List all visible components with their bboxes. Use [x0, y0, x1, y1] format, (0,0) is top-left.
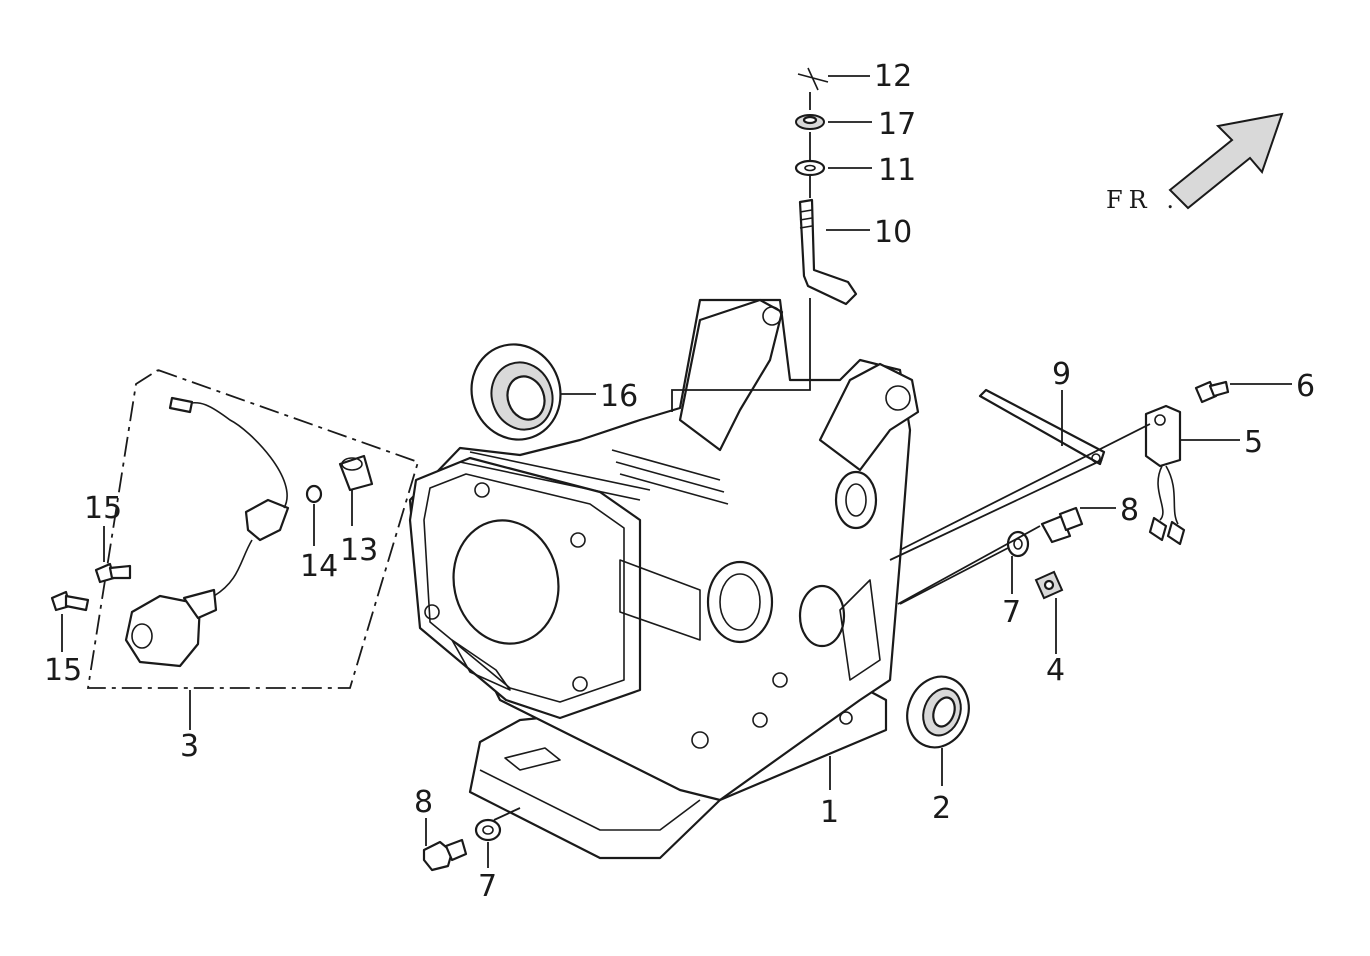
sensor-part-5: [1144, 404, 1186, 546]
callout-8-bottom: 8: [414, 785, 433, 820]
front-direction-label: FR .: [1106, 186, 1180, 214]
bolt-part-6: [1194, 380, 1230, 404]
bolt-part-15-lower: [50, 590, 90, 612]
callout-6: 6: [1296, 369, 1315, 404]
callout-10: 10: [874, 215, 912, 250]
nut-part-4: [1034, 570, 1064, 600]
callout-8-right: 8: [1120, 493, 1139, 528]
callout-7-right: 7: [1002, 595, 1021, 630]
bearing-part-16: [470, 343, 562, 441]
callout-12: 12: [874, 59, 912, 94]
ignition-coil-group-boundary: [86, 369, 420, 689]
callout-17: 17: [878, 107, 916, 142]
bolt-part-15-upper: [94, 562, 132, 584]
callout-9: 9: [1052, 357, 1071, 392]
washer-part-7-bottom: [474, 818, 502, 842]
callout-15-lower: 15: [44, 653, 82, 688]
callout-1: 1: [820, 795, 839, 830]
callout-5: 5: [1244, 425, 1263, 460]
crankcase: [408, 298, 920, 860]
bolt-part-8-right: [1040, 506, 1084, 544]
callout-13: 13: [340, 533, 378, 568]
rod-part-9: [978, 388, 1106, 466]
callout-15-upper: 15: [84, 491, 122, 526]
callout-7-bottom: 7: [478, 869, 497, 904]
callout-labels: 12 17 11 10 16 9 6 5 8 7 4 2 1 3 15 15 1…: [44, 59, 1315, 904]
governor-shaft-stack: [671, 67, 858, 412]
leader-lines: [61, 75, 1292, 868]
washer-part-14: [305, 484, 323, 504]
bolt-part-8-bottom: [422, 838, 468, 872]
callout-16: 16: [600, 379, 638, 414]
front-arrow-icon: [1168, 112, 1284, 210]
callout-11: 11: [878, 153, 916, 188]
collar-part-13: [338, 454, 374, 492]
callout-2: 2: [932, 791, 951, 826]
callout-4: 4: [1046, 653, 1065, 688]
callout-14: 14: [300, 549, 338, 584]
ignition-coil-part-3: [124, 396, 290, 668]
front-direction-arrow: FR .: [1106, 112, 1284, 214]
oil-seal-part-2: [906, 675, 970, 749]
washer-part-7-right: [1006, 530, 1030, 558]
callout-3: 3: [180, 729, 199, 764]
